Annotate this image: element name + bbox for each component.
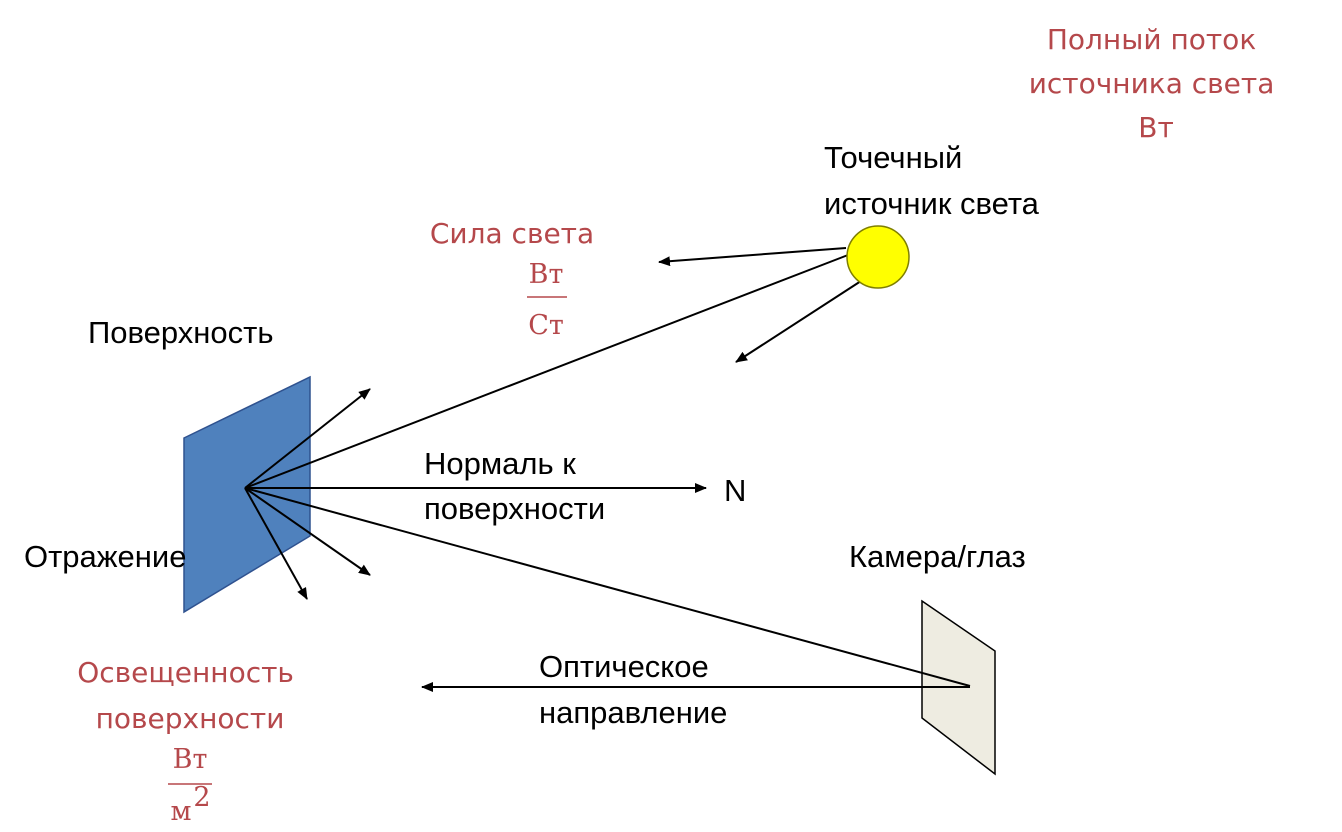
light-source-icon: [846, 225, 910, 289]
normal-label: Нормаль к поверхности: [424, 446, 605, 526]
reflection-arrow-down-right: [244, 487, 371, 576]
normal-symbol: N: [724, 473, 746, 508]
normal-line-2: поверхности: [424, 491, 605, 526]
surface-label: Поверхность: [88, 315, 274, 350]
illuminance-exponent: 2: [193, 782, 210, 813]
illuminance-label: Освещенность поверхности: [77, 656, 303, 735]
emission-arrow-down-left: [735, 280, 862, 363]
total-flux-label: Полный поток источника света Вт: [1029, 23, 1284, 144]
optical-label: Оптическое направление: [539, 649, 727, 730]
camera-label: Камера/глаз: [849, 539, 1026, 574]
total-flux-unit: Вт: [1138, 111, 1174, 144]
illuminance-line-1: Освещенность: [77, 656, 294, 689]
emission-arrow-left: [658, 247, 847, 267]
illuminance-numerator: Вт: [173, 744, 208, 775]
point-source-line-1: Точечный: [824, 140, 962, 175]
illuminance-line-2: поверхности: [96, 702, 285, 735]
intensity-numerator: Вт: [529, 259, 564, 290]
incident-ray: [244, 254, 849, 489]
reflection-arrow-up: [244, 388, 371, 489]
illuminance-denominator: м: [170, 796, 191, 827]
surface-shape: [183, 375, 311, 614]
reflection-arrow-down: [244, 487, 308, 600]
intensity-denominator: Ст: [528, 310, 564, 341]
total-flux-line-1: Полный поток: [1047, 23, 1256, 56]
optical-line-1: Оптическое: [539, 649, 709, 684]
total-flux-line-2: источника света: [1029, 67, 1275, 100]
intensity-label: Сила света: [430, 217, 594, 250]
reflection-label: Отражение: [24, 539, 186, 574]
point-source-label: Точечный источник света: [824, 140, 1040, 221]
view-ray: [244, 487, 971, 687]
optical-line-2: направление: [539, 695, 727, 730]
point-source-line-2: источник света: [824, 186, 1040, 221]
normal-line-1: Нормаль к: [424, 446, 576, 481]
